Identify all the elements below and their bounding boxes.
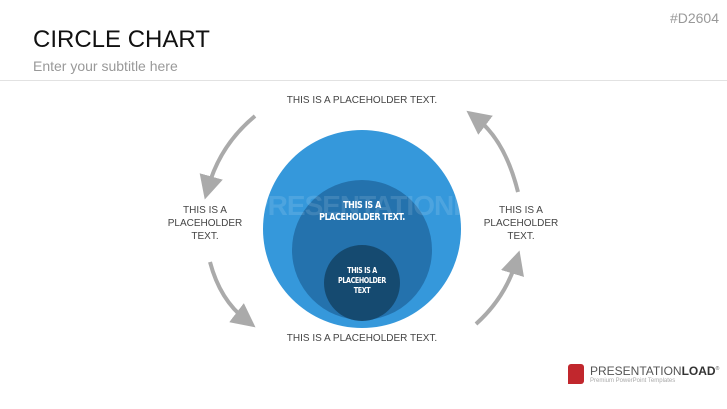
- logo-icon: [568, 364, 584, 384]
- brand-logo: PRESENTATIONLOAD® Premium PowerPoint Tem…: [568, 364, 719, 384]
- label-top: THIS IS A PLACEHOLDER TEXT.: [286, 95, 438, 106]
- page-title: CIRCLE CHART: [33, 26, 210, 53]
- watermark: PRESENTATIONLOAD: [250, 190, 530, 221]
- logo-reg: ®: [715, 366, 720, 372]
- divider: [0, 80, 727, 81]
- arrow-top-left: [199, 114, 257, 200]
- logo-name-light: PRESENTATION: [590, 364, 682, 378]
- logo-tagline: Premium PowerPoint Templates: [590, 378, 676, 384]
- slide-code: #D2604: [669, 10, 719, 26]
- label-right: THIS IS A PLACEHOLDER TEXT.: [483, 205, 559, 242]
- inner-circle: [324, 245, 400, 321]
- arrow-bottom-right: [474, 250, 524, 326]
- middle-circle-text: THIS IS A PLACEHOLDER TEXT.: [319, 200, 405, 223]
- logo-name-bold: LOAD: [681, 364, 716, 378]
- label-bottom: THIS IS A PLACEHOLDER TEXT.: [286, 333, 438, 344]
- inner-circle-text: THIS IS A PLACEHOLDER TEXT: [338, 266, 386, 295]
- subtitle: Enter your subtitle here: [33, 58, 178, 74]
- arrow-bottom-left: [208, 261, 256, 328]
- label-left: THIS IS A PLACEHOLDER TEXT.: [167, 205, 243, 242]
- arrow-top-right: [466, 110, 520, 193]
